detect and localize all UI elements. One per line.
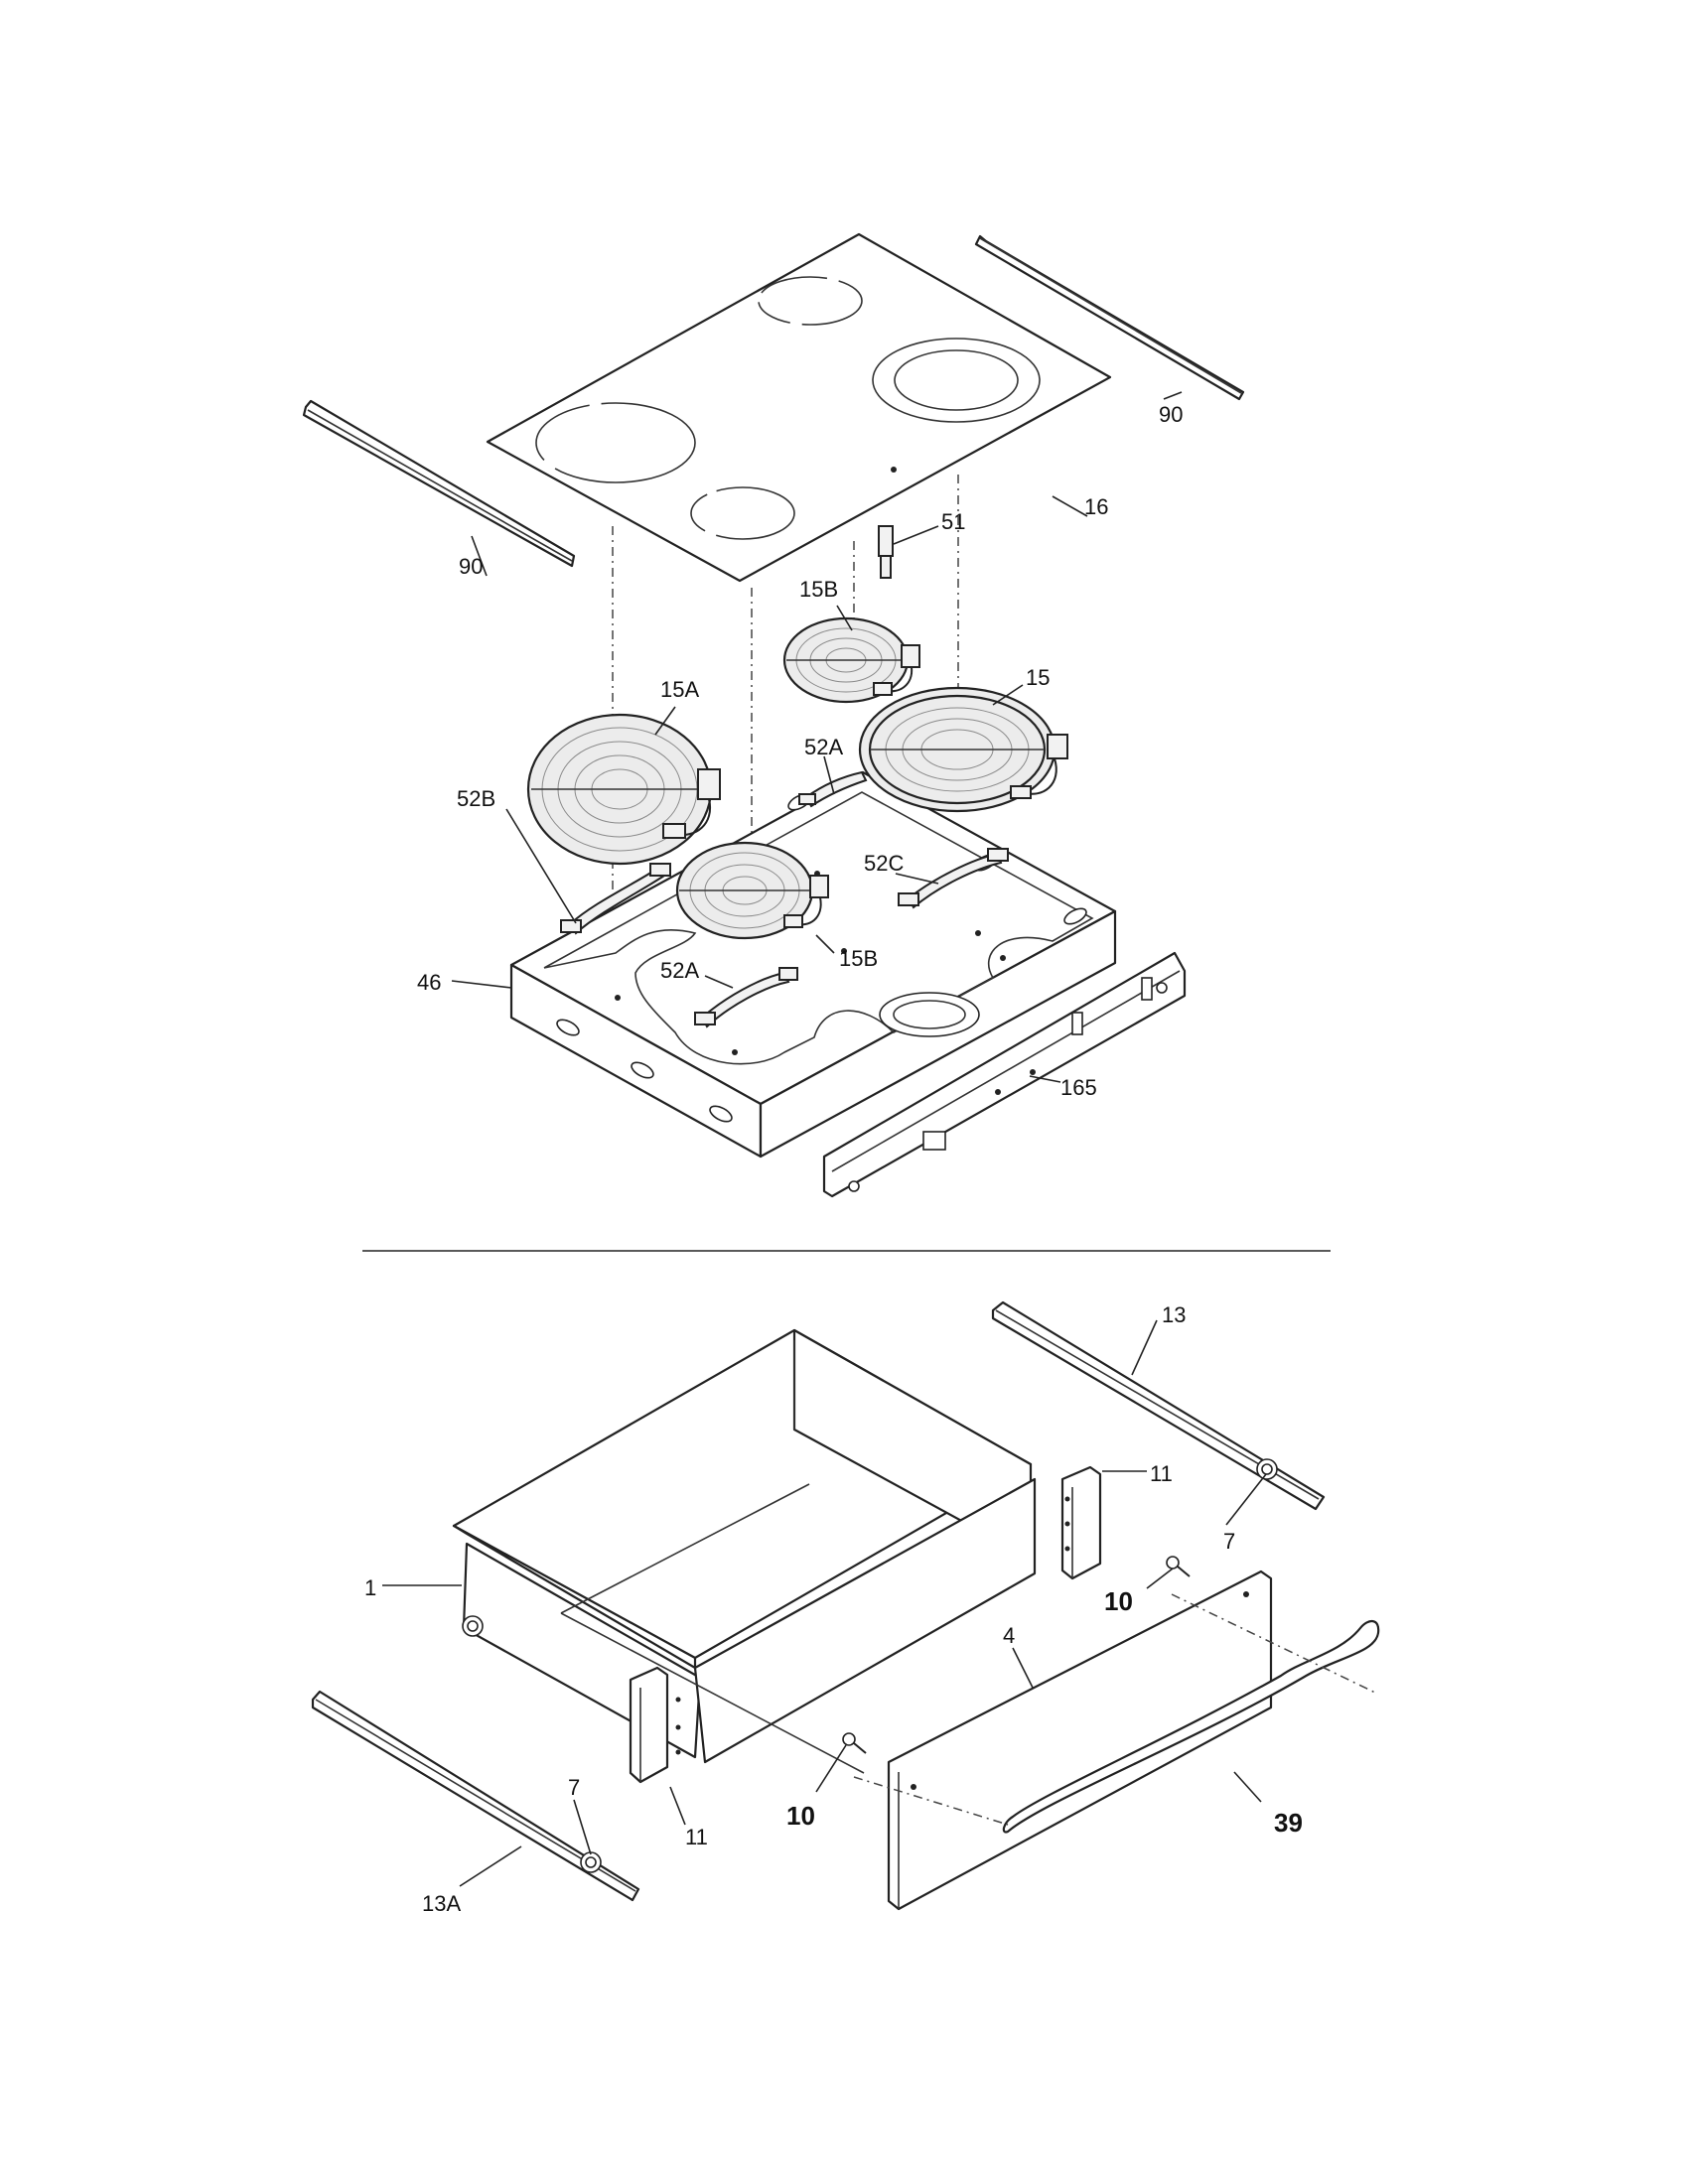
drawer-alignment-lines	[853, 1593, 1376, 1826]
label-13: 13	[1162, 1302, 1186, 1327]
label-15a: 15A	[660, 677, 699, 702]
label-13a: 13A	[422, 1891, 461, 1916]
label-52a-bottom: 52A	[660, 958, 699, 983]
screw-right[interactable]	[1166, 1556, 1191, 1577]
label-15: 15	[1026, 665, 1050, 690]
label-51: 51	[941, 509, 965, 534]
element-15[interactable]	[858, 686, 1068, 813]
label-165: 165	[1060, 1075, 1097, 1100]
drawer-handle[interactable]	[1002, 1620, 1380, 1834]
label-46: 46	[417, 970, 441, 995]
element-15b-bottom[interactable]	[675, 841, 829, 940]
label-52c: 52C	[864, 851, 904, 876]
bracket-52b[interactable]	[560, 863, 671, 935]
label-39: 39	[1274, 1808, 1303, 1838]
label-11-right: 11	[1150, 1461, 1173, 1486]
label-4: 4	[1003, 1623, 1015, 1648]
label-10-left: 10	[786, 1801, 815, 1831]
glass-cooktop[interactable]	[486, 232, 1112, 583]
bracket-52a-bottom[interactable]	[694, 967, 798, 1028]
limit-switch[interactable]	[878, 525, 894, 579]
drawer-box[interactable]	[452, 1328, 1037, 1774]
element-15b-top[interactable]	[782, 616, 920, 704]
label-15b-top: 15B	[799, 577, 838, 602]
label-90-right: 90	[1159, 402, 1183, 427]
burner-box[interactable]	[509, 770, 1117, 1159]
bracket-52c[interactable]	[898, 848, 1009, 909]
element-15a[interactable]	[526, 713, 721, 866]
bracket-52a-top[interactable]	[798, 770, 868, 808]
label-52b: 52B	[457, 786, 495, 811]
label-90-left: 90	[459, 554, 483, 579]
label-1: 1	[364, 1575, 376, 1600]
label-7-right: 7	[1223, 1529, 1235, 1554]
side-bracket-right[interactable]	[1060, 1465, 1102, 1580]
label-11-left: 11	[685, 1825, 708, 1849]
leader-lines	[382, 391, 1267, 1887]
side-bracket-left[interactable]	[629, 1666, 681, 1784]
drawer-front-panel[interactable]	[887, 1570, 1273, 1911]
front-rail[interactable]	[822, 951, 1187, 1198]
drawer-slide-left[interactable]	[311, 1690, 640, 1902]
label-15b-bottom: 15B	[839, 946, 878, 971]
label-52a-top: 52A	[804, 735, 843, 759]
label-7-left: 7	[568, 1775, 580, 1800]
trim-strip-right[interactable]	[974, 234, 1245, 401]
screw-left[interactable]	[842, 1732, 867, 1754]
label-16: 16	[1084, 494, 1108, 519]
drawer-slide-right[interactable]	[991, 1300, 1326, 1511]
trim-strip-left[interactable]	[302, 399, 576, 568]
label-10-right: 10	[1104, 1586, 1133, 1616]
part-labels: 90 90 16 51 15B 15 15A 52A 52B 52C 15B 5…	[364, 402, 1303, 1916]
